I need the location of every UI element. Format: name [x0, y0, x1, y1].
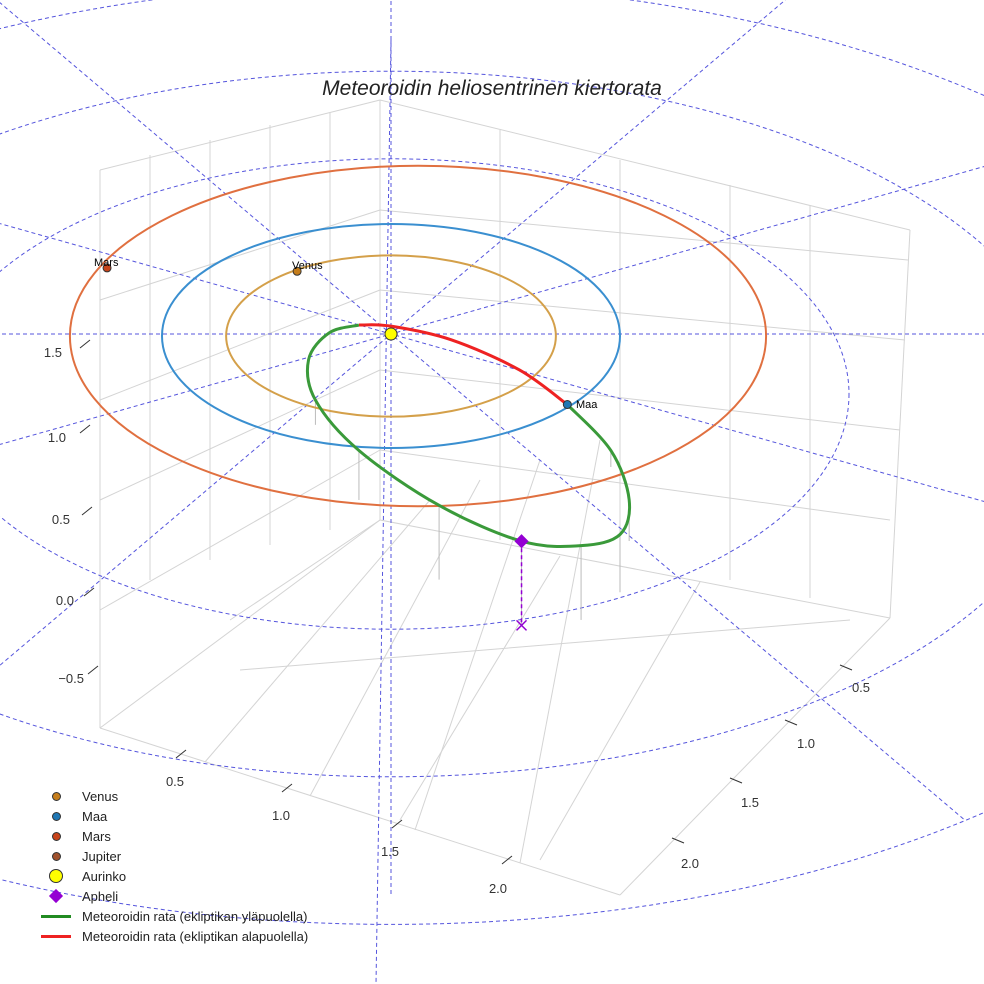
legend-symbol [36, 831, 76, 841]
z-tick: 1.0 [48, 430, 66, 445]
legend-item: Apheli [36, 886, 308, 906]
markers [102, 263, 572, 631]
legend-item: Mars [36, 826, 308, 846]
drop-lines [308, 332, 630, 626]
legend-item: Jupiter [36, 846, 308, 866]
legend-symbol [36, 869, 76, 883]
z-tick: 0.5 [52, 512, 70, 527]
planet-orbits [68, 164, 768, 508]
x-tick: 1.5 [381, 844, 399, 859]
legend-label: Apheli [82, 888, 119, 904]
z-tick: −0.5 [58, 671, 84, 686]
legend-symbol [36, 791, 76, 801]
meteoroid-below-line [358, 323, 569, 406]
legend-item: Venus [36, 786, 308, 806]
legend-marker [51, 791, 61, 801]
z-tick-labels: 1.5 1.0 0.5 0.0 −0.5 [44, 345, 84, 686]
legend-label: Meteoroidin rata (ekliptikan yläpuolella… [82, 908, 308, 924]
z-tick: 1.5 [44, 345, 62, 360]
planet-mars [102, 263, 112, 273]
x-tick: 1.0 [272, 808, 290, 823]
legend-label: Mars [82, 828, 111, 844]
grid-ring [0, 70, 984, 778]
orbit-maa [161, 223, 621, 449]
label-venus: Venus [292, 260, 323, 272]
legend-symbol [36, 851, 76, 861]
legend-item: Meteoroidin rata (ekliptikan alapuolella… [36, 926, 308, 946]
planet-venus [292, 266, 302, 276]
aphelion-projection-x [515, 619, 528, 631]
aphelion-marker [514, 534, 529, 549]
legend-item: Meteoroidin rata (ekliptikan yläpuolella… [36, 906, 308, 926]
legend-label: Jupiter [82, 848, 122, 864]
planet-maa [562, 400, 572, 410]
y-tick: 1.5 [741, 795, 759, 810]
grid-spoke [375, 39, 392, 984]
sun-marker [384, 327, 398, 341]
x-tick: 0.5 [166, 774, 184, 789]
meteoroid-orbit [305, 323, 632, 549]
legend-marker [41, 914, 71, 918]
meteoroid-above-line [305, 323, 632, 549]
label-maa: Maa [576, 399, 598, 411]
axis-box [99, 99, 911, 896]
legend-marker [41, 934, 71, 938]
legend-label: Maa [82, 808, 108, 824]
orbit-venus [225, 254, 557, 418]
legend-marker [49, 869, 63, 883]
grid-spoke [0, 2, 964, 820]
grid-ring [0, 158, 850, 630]
legend-label: Aurinko [82, 868, 127, 884]
legend-marker [51, 811, 61, 821]
y-tick: 1.0 [797, 736, 815, 751]
axis-tick-marks [79, 339, 853, 865]
legend-marker [51, 851, 61, 861]
legend-item: Aurinko [36, 866, 308, 886]
y-tick-labels: 0.5 1.0 1.5 2.0 [681, 680, 870, 871]
legend-label: Meteoroidin rata (ekliptikan alapuolella… [82, 928, 309, 944]
legend-item: Maa [36, 806, 308, 826]
label-mars: Mars [94, 257, 119, 269]
legend-symbol [36, 811, 76, 821]
legend-marker [51, 831, 61, 841]
y-tick: 2.0 [681, 856, 699, 871]
z-tick: 0.0 [56, 593, 74, 608]
chart-title: Meteoroidin heliosentrinen kiertorata [322, 77, 662, 100]
y-tick: 0.5 [852, 680, 870, 695]
x-tick: 2.0 [489, 881, 507, 896]
legend-symbol [36, 914, 76, 918]
legend-symbol [36, 888, 76, 904]
legend-symbol [36, 934, 76, 938]
orbit-mars [68, 164, 768, 508]
legend-label: Venus [82, 788, 119, 804]
x-tick-labels: 0.5 1.0 1.5 2.0 [166, 774, 507, 896]
legend-marker [48, 888, 64, 904]
